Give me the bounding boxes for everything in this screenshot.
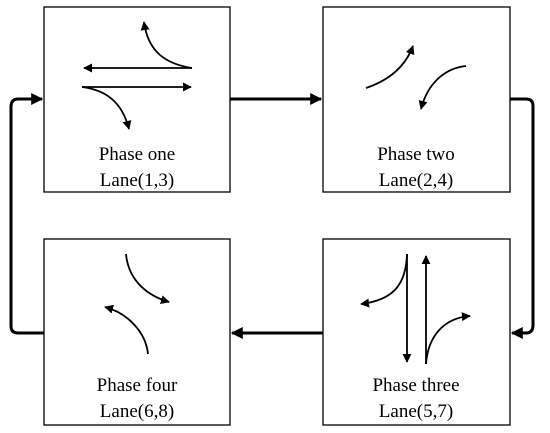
phase-three-name: Phase three (372, 375, 459, 396)
phase-three-box: Phase three Lane(5,7) (322, 238, 511, 426)
phase-one-box: Phase one Lane(1,3) (43, 6, 231, 193)
phase-two-lanes: Lane(2,4) (379, 170, 453, 191)
phase-four-lanes: Lane(6,8) (100, 401, 174, 422)
phase-three-movement-icon (360, 253, 471, 365)
phase-three-lanes: Lane(5,7) (379, 401, 453, 422)
phase-four-box: Phase four Lane(6,8) (43, 238, 231, 426)
phase-four-name: Phase four (97, 375, 178, 396)
phase-two-movement-icon (365, 45, 467, 110)
phase-two-name: Phase two (377, 144, 455, 165)
phase-one-movement-icon (81, 21, 193, 130)
phase-one-name: Phase one (99, 144, 176, 165)
phase-four-movement-icon (104, 253, 170, 355)
phase-one-lanes: Lane(1,3) (100, 170, 174, 191)
flow-arrow-phase-four-to-one (9, 93, 44, 335)
phase-two-box: Phase two Lane(2,4) (322, 6, 511, 193)
flow-arrow-phase-two-to-three (510, 97, 535, 339)
